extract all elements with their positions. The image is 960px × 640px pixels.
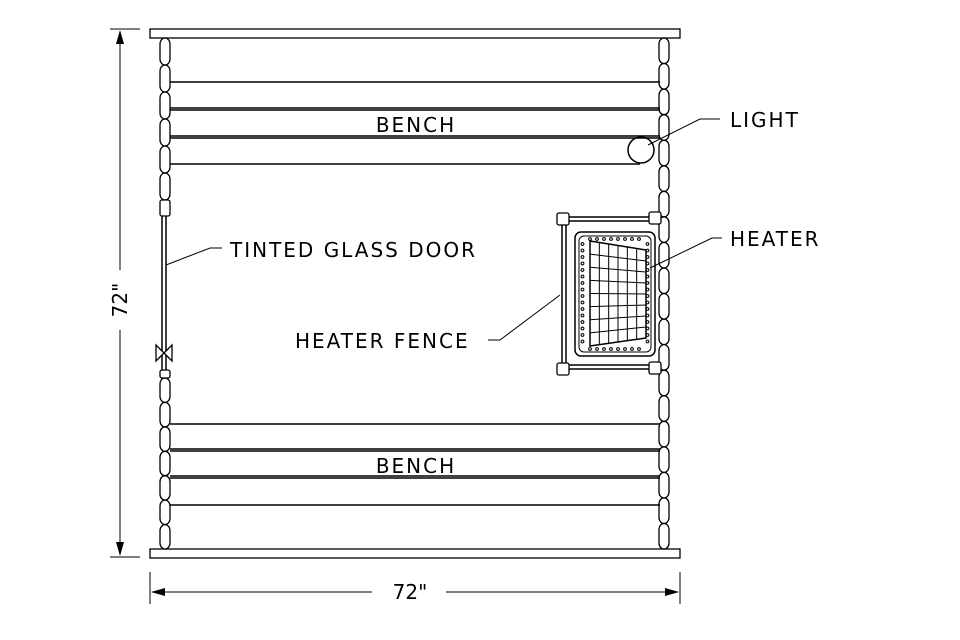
heater-leader: [649, 237, 722, 269]
light-fixture: [627, 136, 655, 164]
light-label: LIGHT: [730, 108, 800, 132]
wall-log: [658, 292, 670, 320]
top-bench-label: BENCH: [376, 113, 456, 137]
wall-log: [159, 475, 171, 501]
wall-log: [159, 118, 171, 147]
wall-log: [159, 91, 171, 120]
heater-grille-bars: [589, 242, 647, 345]
top-wall-beam: [149, 28, 681, 39]
heater-fence-label: HEATER FENCE: [295, 329, 470, 353]
wall-log: [658, 88, 670, 116]
wall-log: [658, 395, 670, 422]
wall-log: [159, 64, 171, 93]
wall-log: [658, 471, 670, 499]
bottom-bench: [170, 423, 660, 506]
wall-log: [658, 62, 670, 90]
height-dimension-label: 72": [108, 283, 132, 318]
light-leader: [647, 118, 720, 146]
wall-log: [658, 446, 670, 474]
heater: [574, 231, 656, 357]
width-dimension-label: 72": [393, 580, 428, 604]
wall-log: [159, 37, 171, 66]
wall-log: [658, 241, 670, 269]
wall-log: [159, 145, 171, 174]
wall-log: [159, 450, 171, 477]
wall-log: [658, 267, 670, 295]
wall-log: [658, 420, 670, 448]
door-leader: [165, 247, 222, 266]
wall-log: [658, 139, 670, 167]
wall-log: [658, 165, 670, 193]
heater-fence-leader: [488, 294, 561, 341]
width-dimension: [149, 572, 681, 604]
door-label: TINTED GLASS DOOR: [229, 238, 477, 262]
heater-fence: [556, 211, 662, 376]
wall-log: [658, 522, 670, 550]
wall-log: [159, 377, 171, 404]
wall-log: [159, 426, 171, 452]
wall-log: [159, 172, 171, 201]
wall-log: [159, 523, 171, 550]
wall-log: [658, 497, 670, 525]
tinted-glass-door: [155, 199, 173, 379]
wall-log: [658, 37, 670, 65]
left-log-wall: [159, 37, 171, 550]
wall-log: [159, 401, 171, 428]
bottom-bench-label: BENCH: [376, 454, 456, 478]
wall-log: [658, 318, 670, 346]
height-dimension: [110, 28, 140, 558]
heater-label: HEATER: [730, 227, 821, 251]
bottom-wall-beam: [149, 548, 681, 559]
right-log-wall: [658, 37, 670, 550]
top-bench: [170, 81, 660, 165]
wall-log: [159, 499, 171, 526]
